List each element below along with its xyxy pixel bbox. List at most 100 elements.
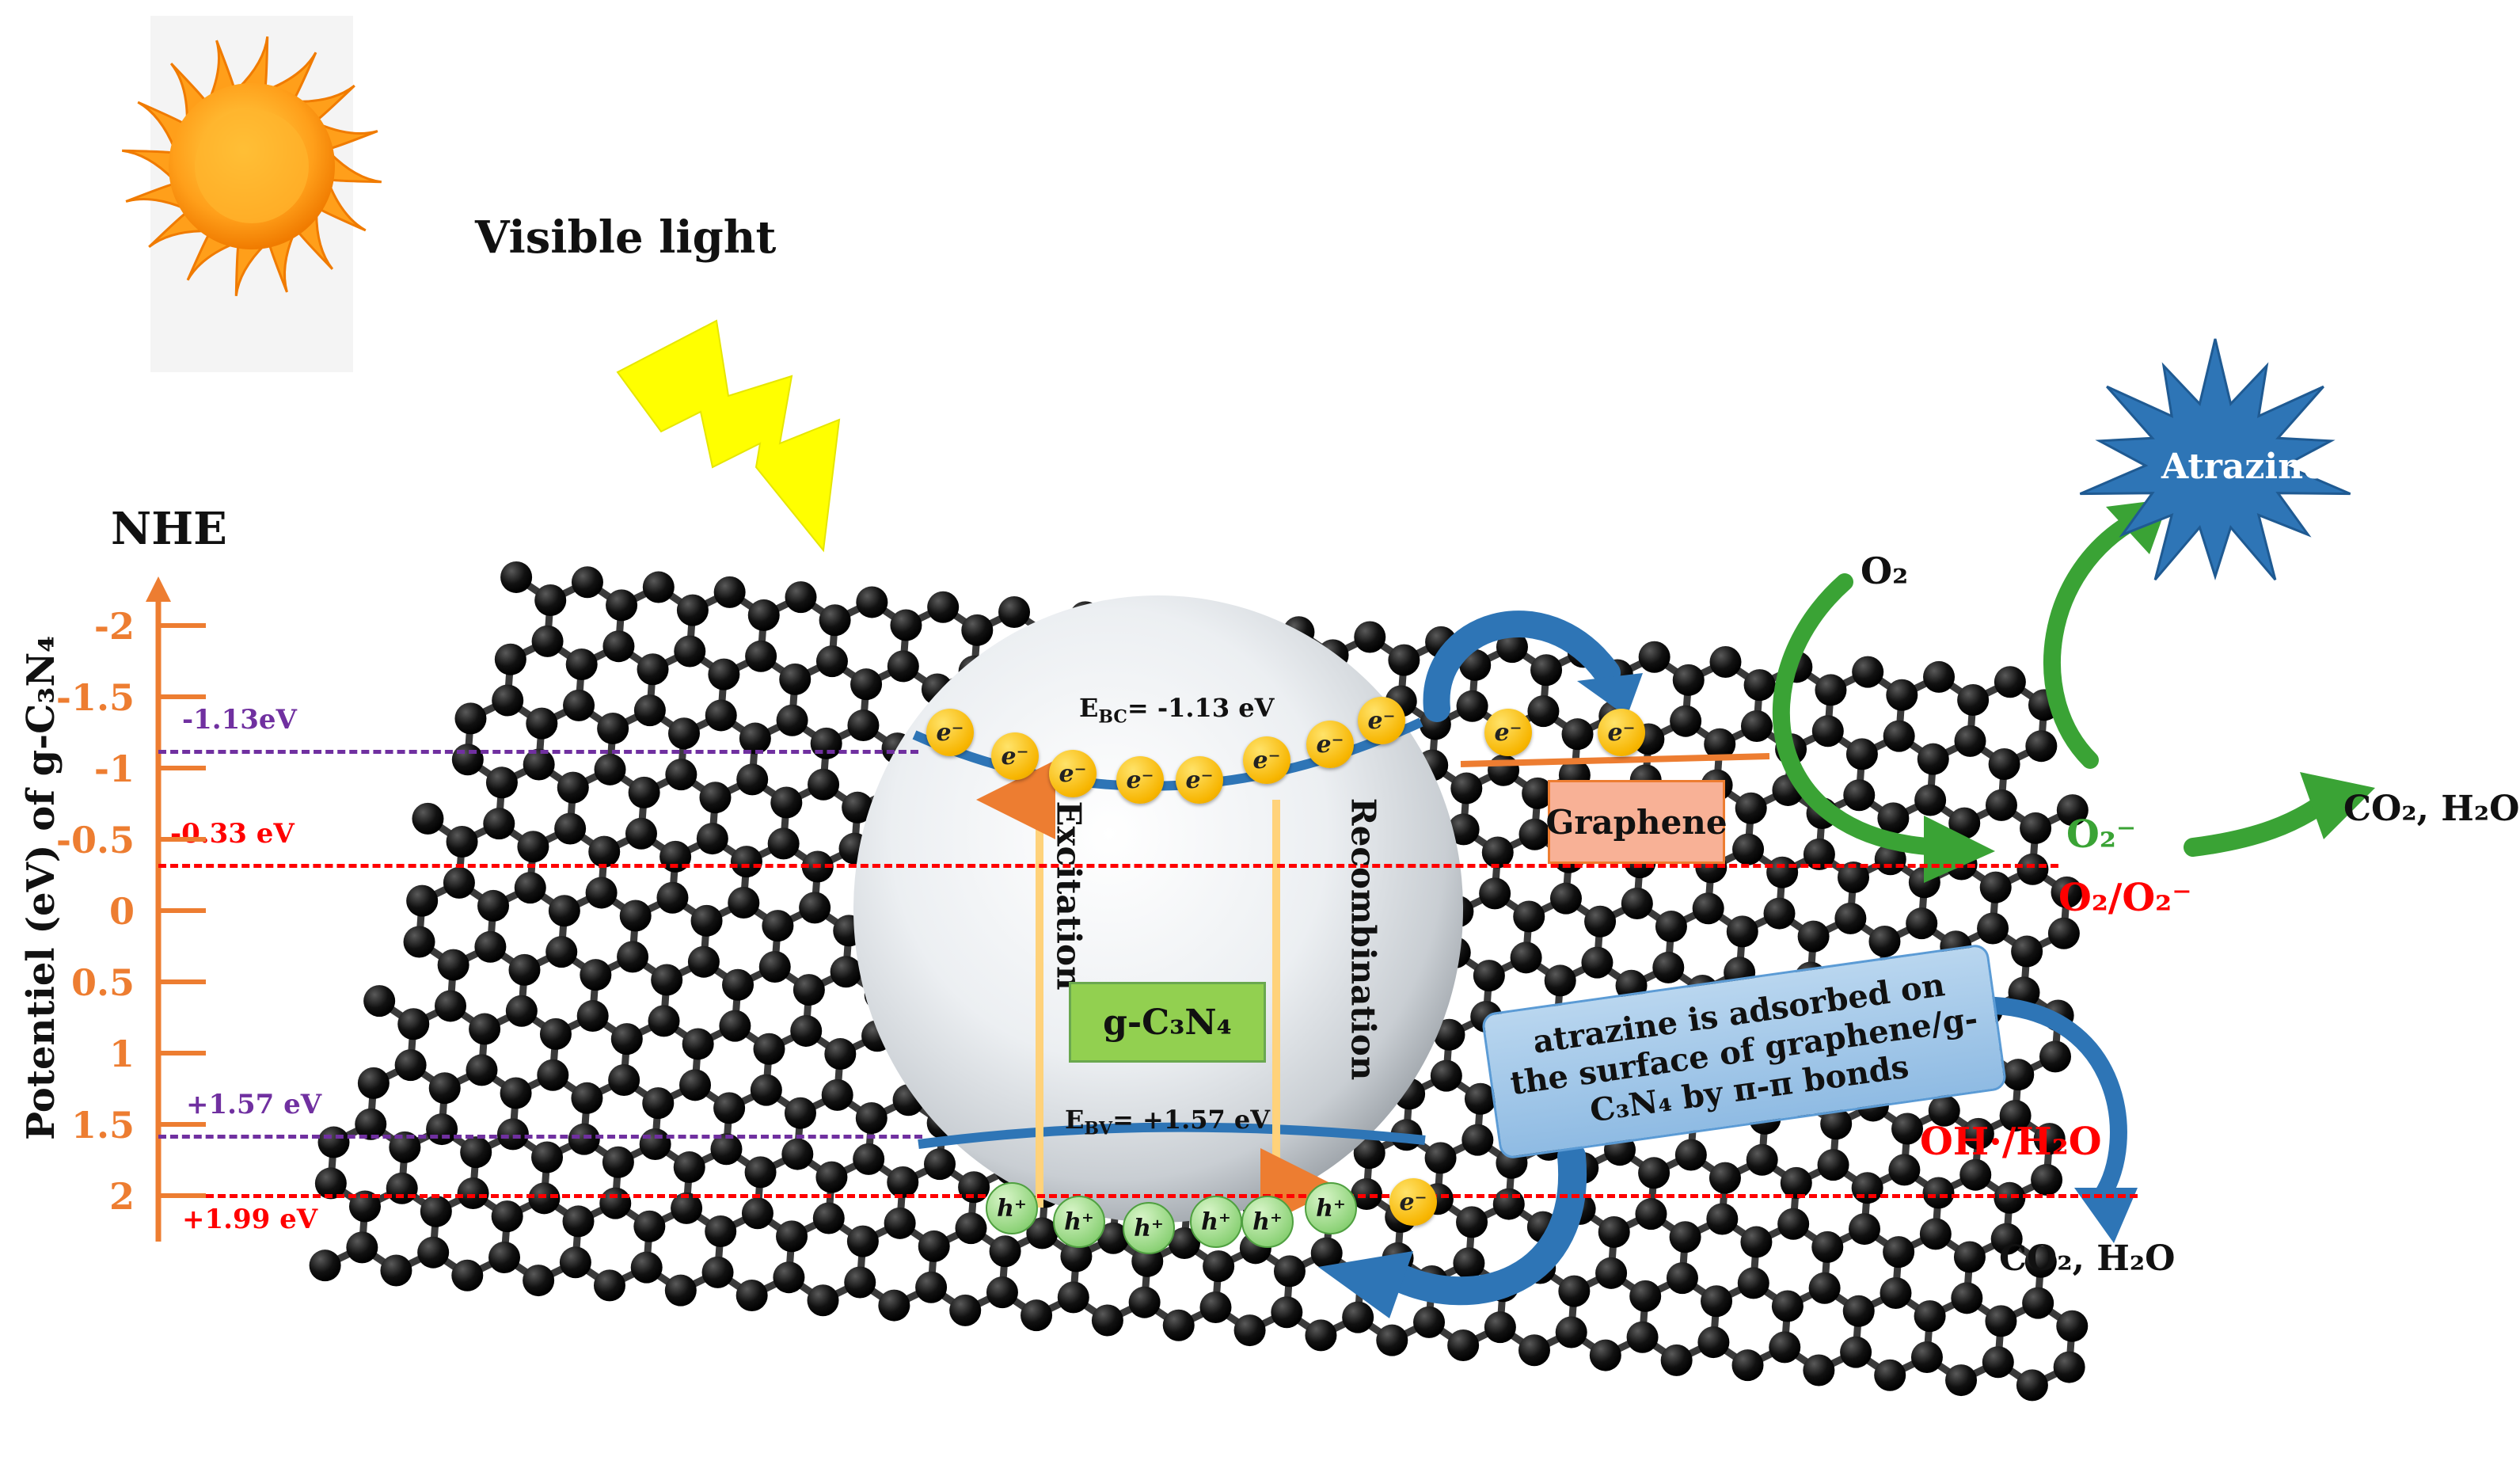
- transfer-arrow-cb-to-graphene: [1423, 610, 1643, 722]
- lattice-atom: [457, 1177, 489, 1210]
- lattice-atom: [1994, 666, 2026, 698]
- axis-tick: [158, 1193, 206, 1198]
- lattice-atom: [1808, 1272, 1841, 1304]
- lattice-atom: [705, 1215, 737, 1248]
- lattice-atom: [713, 1092, 746, 1124]
- lattice-atom: [514, 872, 546, 904]
- lattice-atom: [559, 1246, 591, 1279]
- lattice-atom: [1655, 911, 1687, 943]
- level-line-o2-couple: [158, 863, 2058, 868]
- lattice-atom: [1530, 654, 1563, 687]
- axis-tick-label: -2: [93, 605, 135, 648]
- hole: h⁺: [1123, 1202, 1175, 1254]
- recombination-label: Recombination: [1344, 797, 1383, 1081]
- lattice-atom: [2056, 794, 2089, 827]
- lattice-atom: [2002, 1059, 2035, 1091]
- lattice-atom: [1953, 1241, 1986, 1273]
- lattice-atom: [1709, 1162, 1741, 1194]
- lattice-atom: [810, 727, 842, 759]
- lattice-atom: [1464, 1082, 1496, 1115]
- lattice-atom: [1305, 1319, 1337, 1352]
- lattice-atom: [602, 1146, 634, 1178]
- level-label-o2-couple: -0.33 eV: [170, 817, 295, 850]
- lattice-atom: [1424, 1142, 1457, 1174]
- lattice-atom: [500, 1077, 532, 1109]
- lattice-atom: [1692, 892, 1724, 925]
- lattice-atom: [2020, 812, 2052, 844]
- lattice-atom: [1461, 1124, 1494, 1156]
- lattice-atom: [1388, 644, 1420, 676]
- lattice-atom: [1697, 1326, 1730, 1359]
- lattice-atom: [1479, 877, 1511, 910]
- lattice-atom: [1988, 747, 2020, 780]
- lattice-atom: [1669, 1221, 1701, 1253]
- lattice-atom: [830, 956, 862, 988]
- electron: e⁻: [1306, 721, 1354, 768]
- lattice-atom: [428, 1072, 461, 1105]
- lattice-atom: [856, 586, 888, 618]
- lattice-atom: [523, 748, 555, 781]
- lattice-atom: [537, 1059, 569, 1091]
- lattice-atom: [1834, 902, 1867, 934]
- hole: h⁺: [1053, 1196, 1105, 1248]
- lattice-atom: [571, 566, 603, 599]
- lattice-atom: [1990, 1223, 2023, 1255]
- lattice-atom: [846, 1225, 879, 1257]
- lattice-atom: [2039, 1040, 2071, 1073]
- lattice-atom: [730, 846, 762, 878]
- lattice-atom: [451, 744, 484, 776]
- lattice-atom: [562, 1205, 595, 1238]
- lattice-atom: [705, 699, 737, 732]
- lattice-atom: [1709, 646, 1742, 679]
- electron: e⁻: [1358, 697, 1405, 744]
- lattice-atom: [1621, 887, 1653, 919]
- lattice-atom: [580, 959, 612, 991]
- lattice-atom: [1635, 1198, 1667, 1230]
- lattice-atom: [1851, 1172, 1883, 1204]
- axis-tick-label: -0.5: [55, 819, 135, 862]
- lattice-atom: [1845, 738, 1878, 770]
- lattice-atom: [517, 831, 549, 863]
- lattice-atom: [1842, 1295, 1875, 1327]
- g-c3n4-box: g-C₃N₄: [1069, 982, 1266, 1063]
- lattice-atom: [1484, 1311, 1516, 1344]
- lattice-atom: [593, 1269, 625, 1302]
- lattice-atom: [884, 1207, 916, 1239]
- lattice-atom: [633, 1210, 666, 1242]
- lattice-atom: [1203, 1250, 1235, 1283]
- lattice-atom: [1026, 1217, 1059, 1249]
- lattice-atom: [1945, 1364, 1978, 1397]
- lattice-atom: [1638, 641, 1670, 673]
- lattice-atom: [1701, 1285, 1733, 1318]
- lattice-atom: [496, 1118, 529, 1151]
- lattice-atom: [1310, 1237, 1343, 1269]
- axis-tick: [158, 694, 206, 699]
- lattice-atom: [1982, 1346, 2014, 1379]
- lattice-atom: [671, 1192, 703, 1224]
- lattice-atom: [1453, 1247, 1485, 1280]
- lattice-atom: [842, 791, 874, 823]
- lattice-atom: [585, 877, 618, 909]
- lattice-atom: [1888, 1154, 1921, 1186]
- lattice-atom: [792, 974, 825, 1006]
- o2-label: O₂: [1861, 550, 1909, 592]
- lattice-atom: [1492, 1188, 1525, 1220]
- lattice-atom: [434, 990, 466, 1022]
- lattice-atom: [927, 591, 960, 623]
- lattice-atom: [659, 840, 692, 873]
- lattice-atom: [1951, 1282, 1983, 1314]
- ebc-symbol: E: [1079, 693, 1099, 723]
- lattice-atom: [565, 648, 598, 680]
- lattice-atom: [767, 827, 800, 860]
- lattice-atom: [812, 1202, 845, 1234]
- g-c3n4-label: g-C₃N₄: [1103, 1002, 1232, 1043]
- lattice-atom: [744, 1156, 777, 1189]
- lattice-atom: [1883, 720, 1915, 752]
- lattice-atom: [348, 1190, 381, 1223]
- lattice-atom: [1666, 1262, 1698, 1295]
- lattice-atom: [610, 1023, 643, 1056]
- lattice-atom: [770, 786, 803, 819]
- co2-h2o-bottom-label: CO₂, H₂O: [1999, 1238, 2176, 1279]
- lattice-atom: [1922, 1177, 1955, 1209]
- lattice-atom: [890, 609, 922, 641]
